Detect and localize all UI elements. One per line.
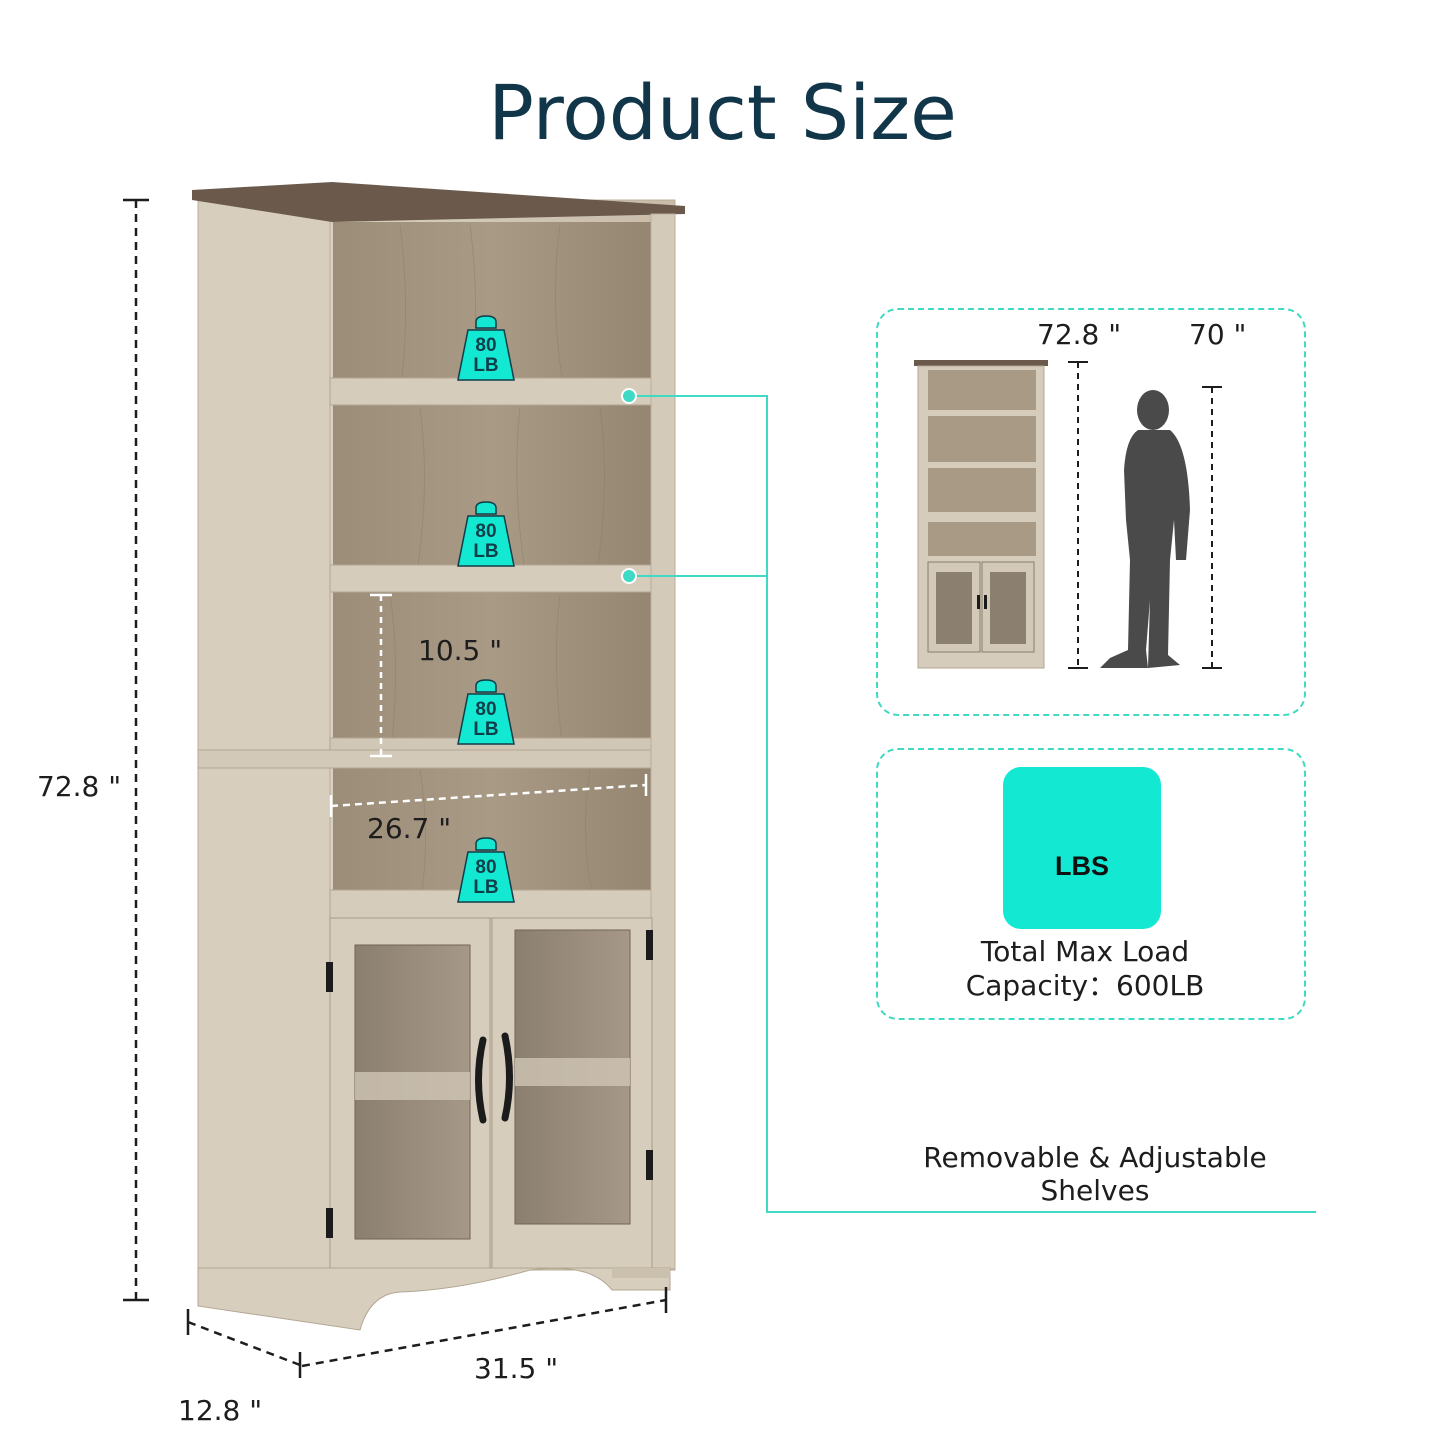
weight-badge-icon — [457, 501, 515, 567]
height-dimension-line — [123, 198, 149, 1302]
depth-dimension-line — [186, 1309, 302, 1378]
shelf-load-value: 80 — [475, 699, 497, 720]
shelf-load-value: 80 — [475, 521, 497, 542]
comparison-person-height: 70 " — [1189, 318, 1247, 351]
callout-dot-lower — [621, 568, 637, 584]
shelf-load-value: 80 — [475, 335, 497, 356]
shelf-load-unit: LB — [473, 877, 499, 898]
feature-line2: Shelves — [1040, 1174, 1150, 1207]
callout-dot-upper — [621, 388, 637, 404]
comparison-cabinet-height: 72.8 " — [1037, 318, 1122, 351]
height-comparison-panel — [876, 308, 1306, 716]
lbs-icon-badge: LBS — [1003, 767, 1161, 929]
lbs-icon-label: LBS — [1055, 851, 1109, 881]
width-dimension-line — [301, 1287, 668, 1368]
weight-badge-icon — [457, 837, 515, 903]
shelf-callout-lines — [629, 395, 1316, 1213]
shelf-gap-dimension — [370, 593, 392, 758]
weight-badge-icon — [457, 679, 515, 745]
load-capacity-line1: Total Max Load — [980, 935, 1190, 968]
feature-callout: Removable & Adjustable Shelves — [890, 1141, 1300, 1207]
page-title: Product Size — [488, 68, 957, 157]
shelf-load-unit: LB — [473, 355, 499, 376]
mini-bookcase — [914, 360, 1048, 669]
load-capacity-panel — [876, 748, 1306, 1020]
weight-badge-icon — [457, 315, 515, 381]
person-height-line — [1202, 386, 1222, 669]
shelf-load-unit: LB — [473, 719, 499, 740]
inner-width-label: 26.7 " — [367, 812, 452, 845]
load-capacity-line2: Capacity：600LB — [965, 969, 1205, 1002]
person-silhouette — [1100, 390, 1190, 668]
depth-label: 12.8 " — [178, 1394, 263, 1427]
inner-width-dimension — [329, 774, 648, 817]
shelf-load-value: 80 — [475, 857, 497, 878]
feature-line1: Removable & Adjustable — [923, 1141, 1267, 1174]
shelf-load-unit: LB — [473, 541, 499, 562]
height-label: 72.8 " — [37, 770, 122, 803]
mini-height-line — [1068, 361, 1088, 669]
shelf-gap-label: 10.5 " — [418, 634, 503, 667]
width-label: 31.5 " — [474, 1352, 559, 1385]
load-capacity-text: Total Max Load Capacity：600LB — [900, 935, 1270, 1003]
bookcase-cabinet — [192, 182, 685, 1331]
